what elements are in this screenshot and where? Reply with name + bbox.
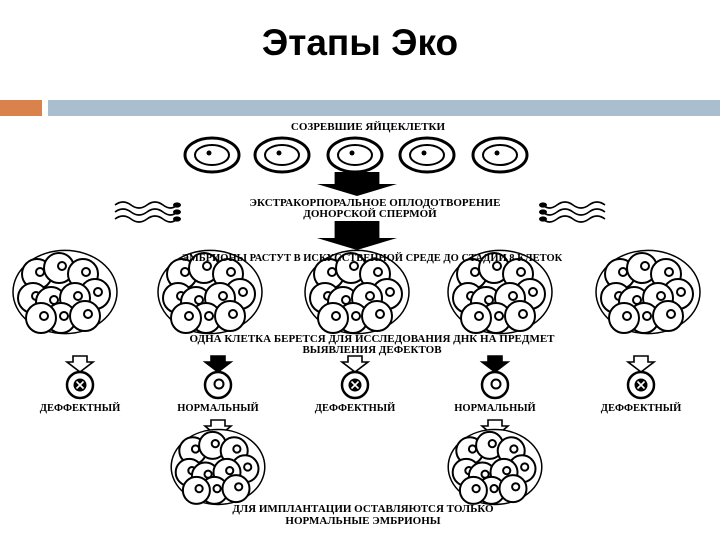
step-fertilization-label-line1: ЭКСТРАКОРПОРАЛЬНОЕ ОПЛОДОТВОРЕНИЕ xyxy=(250,197,501,209)
flow-arrows xyxy=(317,172,397,250)
sperm-illustrations xyxy=(114,201,606,223)
step-implantation-label-line2: НОРМАЛЬНЫЕ ЭМБРИОНЫ xyxy=(285,515,440,527)
result-normal: НОРМАЛЬНЫЙ xyxy=(454,355,536,414)
embryos-row xyxy=(12,249,701,335)
embryo-8-cell xyxy=(12,249,118,335)
normal-embryo xyxy=(447,428,543,506)
final-embryos-row xyxy=(170,419,543,506)
embryo-8-cell xyxy=(447,249,553,335)
mature-eggs-row xyxy=(183,136,529,174)
step-mature-eggs-label: СОЗРЕВШИЕ ЯЙЦЕКЛЕТКИ xyxy=(291,121,446,133)
step-dna-test-label-line2: ВЫЯВЛЕНИЯ ДЕФЕКТОВ xyxy=(302,344,442,356)
selected-embryo xyxy=(170,419,266,506)
egg-cell xyxy=(253,136,311,174)
step-implantation-label-line1: ДЛЯ ИМПЛАНТАЦИИ ОСТАВЛЯЮТСЯ ТОЛЬКО xyxy=(232,503,494,515)
egg-cell xyxy=(398,136,456,174)
result-defective: ДЕФФЕКТНЫЙ xyxy=(40,355,121,414)
embryo-8-cell xyxy=(157,249,263,335)
embryo-8-cell xyxy=(304,249,410,335)
accent-bar-orange xyxy=(0,100,42,116)
sperm-left xyxy=(114,201,181,223)
test-results-row: ДЕФФЕКТНЫЙ НОРМАЛЬНЫЙ ДЕФФЕКТНЫЙ НОРМАЛЬНЫЙ… xyxy=(40,355,682,414)
result-defective: ДЕФФЕКТНЫЙ xyxy=(601,355,682,414)
egg-cell xyxy=(326,136,384,174)
embryo-8-cell xyxy=(595,249,701,335)
result-defective: ДЕФФЕКТНЫЙ xyxy=(315,355,396,414)
fertilization-arrow xyxy=(317,172,397,196)
selected-embryo xyxy=(447,419,543,506)
result-label: НОРМАЛЬНЫЙ xyxy=(454,402,535,414)
accent-bar-blue xyxy=(48,100,720,116)
step-dna-test-label-line1: ОДНА КЛЕТКА БЕРЕТСЯ ДЛЯ ИССЛЕДОВАНИЯ ДНК… xyxy=(190,333,556,345)
slide-title: Этапы Эко xyxy=(261,22,459,63)
egg-cell xyxy=(183,136,241,174)
sperm-right xyxy=(539,201,606,223)
growth-arrow xyxy=(317,221,397,250)
result-label: ДЕФФЕКТНЫЙ xyxy=(315,402,396,414)
step-fertilization-label-line2: ДОНОРСКОЙ СПЕРМОЙ xyxy=(303,208,437,220)
normal-embryo xyxy=(170,428,266,506)
result-label: ДЕФФЕКТНЫЙ xyxy=(601,402,682,414)
result-label: НОРМАЛЬНЫЙ xyxy=(177,402,258,414)
egg-cell xyxy=(471,136,529,174)
result-normal: НОРМАЛЬНЫЙ xyxy=(177,355,259,414)
result-label: ДЕФФЕКТНЫЙ xyxy=(40,402,121,414)
step-embryo-growth-label: ЭМБРИОНЫ РАСТУТ В ИСКУССТВЕННОЙ СРЕДЕ ДО… xyxy=(182,252,563,264)
